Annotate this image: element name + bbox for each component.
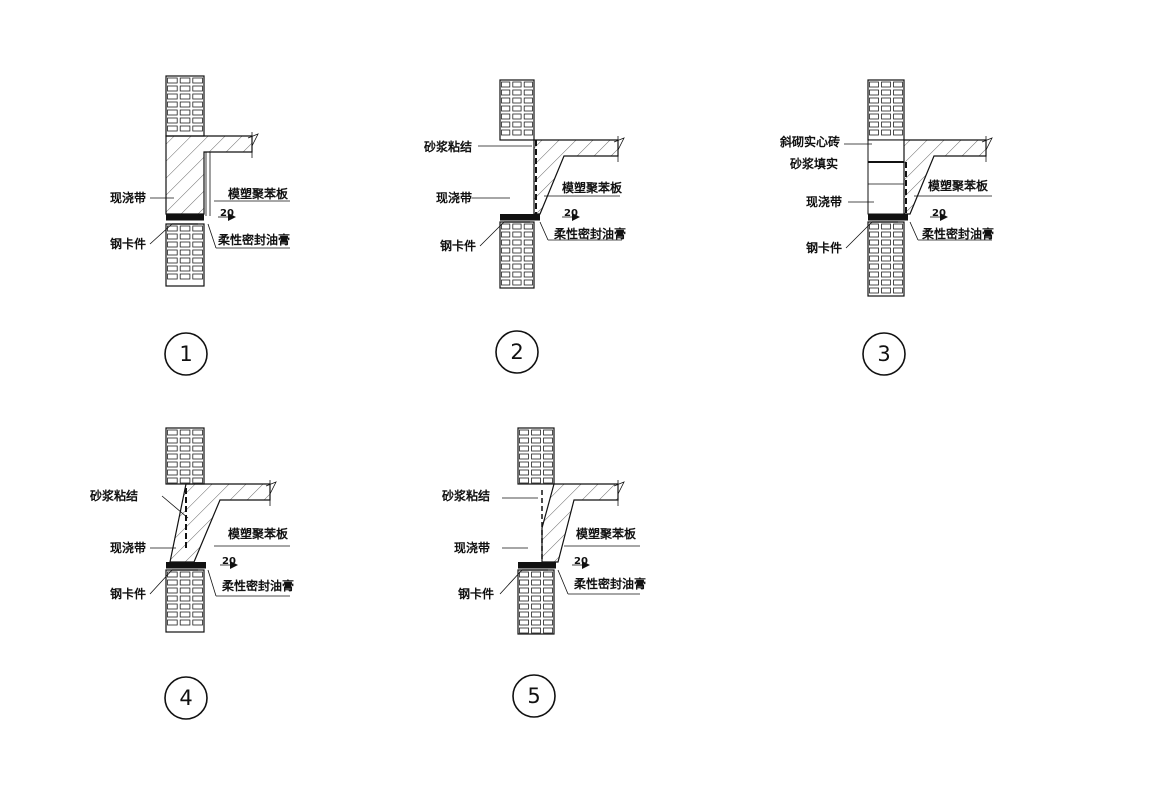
cast-in-place-band	[518, 562, 556, 569]
gap-dimension: 20	[564, 208, 578, 219]
mortar-bond-label: 砂浆粘结	[441, 488, 490, 503]
floor-slab	[903, 136, 993, 215]
lower-block-wall	[867, 221, 905, 297]
cast-in-place-band	[868, 214, 908, 221]
cast-band-label: 现浇带	[436, 190, 472, 205]
detail-number-circle	[164, 676, 208, 720]
lower-block-wall	[165, 223, 205, 287]
mortar-bond-label: 砂浆粘结	[89, 488, 138, 503]
upper-block-wall	[165, 75, 205, 137]
upper-block-wall	[165, 427, 205, 485]
detail-number: 1	[179, 342, 192, 366]
gap-dimension: 20	[220, 208, 234, 219]
floor-slab	[541, 480, 625, 563]
gap-dimension: 20	[574, 556, 588, 567]
eps-board-label: 模塑聚苯板	[228, 526, 289, 541]
steel-clip-label: 钢卡件	[806, 240, 842, 255]
sealant-label: 柔性密封油膏	[921, 226, 994, 241]
detail-2: 砂浆粘结 现浇带 钢卡件 模塑聚苯板 20 柔性密封油膏 2	[423, 79, 626, 374]
steel-clip-label: 钢卡件	[440, 238, 476, 253]
steel-clip-label: 钢卡件	[110, 236, 146, 251]
detail-1: 现浇带 钢卡件 模塑聚苯板 20 柔性密封油膏 1	[110, 75, 290, 376]
eps-board-layer	[205, 152, 211, 216]
lower-block-wall	[165, 569, 205, 633]
detail-number-circle	[512, 674, 556, 718]
cast-in-place-band	[500, 214, 540, 221]
floor-slab	[533, 136, 625, 215]
steel-clip-label: 钢卡件	[458, 586, 494, 601]
cast-in-place-band	[166, 214, 204, 221]
cast-band-label: 现浇带	[110, 540, 146, 555]
detail-3: 斜砌实心砖 砂浆填实 现浇带 钢卡件 模塑聚苯板 20 柔性密封油膏 3	[779, 79, 994, 376]
steel-clip-label: 钢卡件	[110, 586, 146, 601]
detail-4: 砂浆粘结 现浇带 钢卡件 模塑聚苯板 20 柔性密封油膏 4	[89, 427, 294, 720]
sealant-label: 柔性密封油膏	[553, 226, 626, 241]
detail-number: 5	[527, 684, 540, 708]
gap-dimension: 20	[222, 556, 236, 567]
upper-block-wall	[499, 79, 535, 141]
detail-number-circle	[862, 332, 906, 376]
eps-board-label: 模塑聚苯板	[576, 526, 637, 541]
cast-band-label: 现浇带	[110, 190, 146, 205]
sealant-label: 柔性密封油膏	[217, 232, 290, 247]
eps-board-label: 模塑聚苯板	[228, 186, 289, 201]
gap-dimension: 20	[932, 208, 946, 219]
mortar-fill-label: 砂浆填实	[789, 156, 838, 171]
detail-number-circle	[495, 330, 539, 374]
sealant-label: 柔性密封油膏	[221, 578, 294, 593]
floor-slab	[165, 132, 259, 215]
upper-block-wall	[867, 79, 905, 141]
eps-board-label: 模塑聚苯板	[928, 178, 989, 193]
upper-block-wall	[517, 427, 555, 485]
mortar-bond-label: 砂浆粘结	[423, 139, 472, 154]
detail-number-circle	[164, 332, 208, 376]
detail-number: 4	[179, 686, 192, 710]
cast-band-label: 现浇带	[454, 540, 490, 555]
lower-block-wall	[499, 221, 535, 289]
cast-in-place-band	[166, 562, 206, 569]
eps-board-label: 模塑聚苯板	[562, 180, 623, 195]
inclined-solid-brick	[867, 139, 905, 215]
detail-5: 砂浆粘结 现浇带 钢卡件 模塑聚苯板 20 柔性密封油膏 5	[441, 427, 646, 718]
detail-number: 2	[510, 340, 523, 364]
cast-band-label: 现浇带	[806, 194, 842, 209]
lower-block-wall	[517, 569, 555, 635]
sealant-label: 柔性密封油膏	[573, 576, 646, 591]
inclined-brick-label: 斜砌实心砖	[779, 134, 840, 149]
detail-number: 3	[877, 342, 890, 366]
